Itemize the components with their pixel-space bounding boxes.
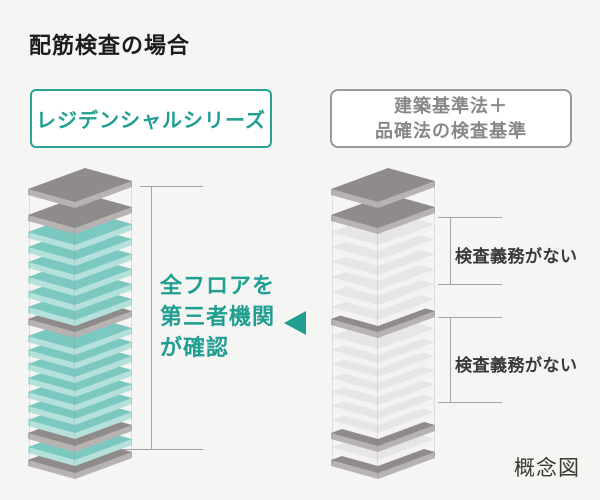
- no-inspection-bracket-2-vertical: [450, 317, 451, 402]
- glass-edge: [131, 182, 132, 456]
- floor-slab-top-face: [28, 168, 132, 202]
- no-inspection-bracket-2-bottom-tick: [438, 402, 502, 403]
- building-standards-label: 建築基準法＋ 品確法の検査基準: [375, 94, 527, 144]
- full-coverage-bracket-bottom-tick: [121, 449, 203, 450]
- building-standards-line-2: 品確法の検査基準: [375, 120, 527, 141]
- annotation-line-3: が確認: [160, 335, 230, 360]
- full-coverage-bracket-top-tick: [140, 186, 203, 187]
- glass-edge: [377, 203, 378, 477]
- glass-edge: [29, 190, 30, 464]
- glass-edge: [74, 203, 75, 477]
- building-standards-badge: 建築基準法＋ 品確法の検査基準: [330, 89, 572, 148]
- floor-slab-gray: [331, 168, 435, 208]
- residential-series-label: レジデンシャルシリーズ: [36, 110, 266, 132]
- no-inspection-bracket-1-vertical: [450, 217, 451, 284]
- no-inspection-bracket-1-bottom-tick: [438, 284, 502, 285]
- page-title: 配筋検査の場合: [29, 33, 191, 58]
- left-arrow-icon: [284, 311, 306, 335]
- floor-slab-top-face: [331, 168, 435, 202]
- glass-edge: [434, 182, 435, 456]
- no-inspection-bracket-2-top-tick: [438, 317, 502, 318]
- annotation-line-1: 全フロアを: [160, 273, 276, 298]
- annotation-line-2: 第三者機関: [160, 304, 276, 329]
- conceptual-diagram-note: 概念図: [514, 457, 580, 480]
- no-inspection-label-1: 検査義務がない: [455, 247, 578, 266]
- building-standards-line-1: 建築基準法＋: [394, 95, 508, 116]
- glass-edge: [332, 190, 333, 464]
- no-inspection-label-2: 検査義務がない: [455, 356, 578, 375]
- full-coverage-annotation: 全フロアを 第三者機関 が確認: [160, 270, 275, 363]
- no-inspection-bracket-1-top-tick: [438, 217, 502, 218]
- residential-series-badge: レジデンシャルシリーズ: [30, 89, 272, 148]
- floor-slab-gray: [28, 168, 132, 208]
- full-coverage-bracket-vertical: [151, 186, 152, 450]
